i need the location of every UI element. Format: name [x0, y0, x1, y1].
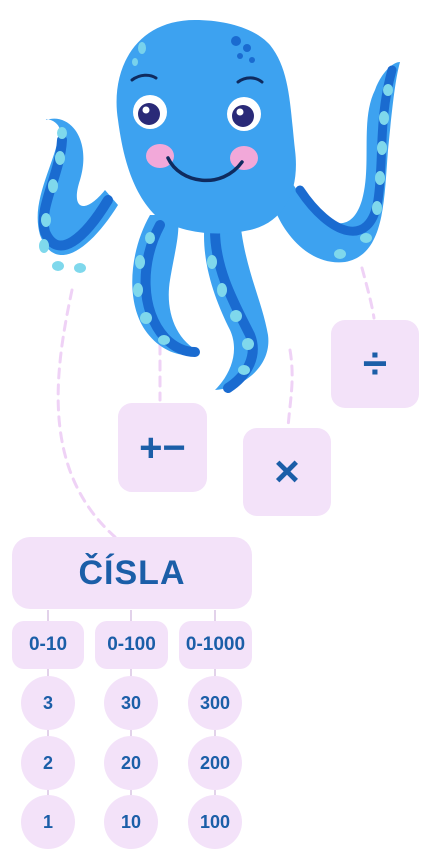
number-circle[interactable]: 20: [104, 736, 158, 790]
number-value: 30: [120, 692, 142, 713]
number-circle[interactable]: 2: [21, 736, 75, 790]
number-value: 3: [42, 692, 53, 713]
octopus-middle-right-arm: [204, 220, 269, 393]
range-label: 0-100: [107, 634, 156, 655]
number-circle[interactable]: 10: [104, 795, 158, 849]
times-tile[interactable]: ×: [243, 428, 331, 516]
plus-minus-label: +−: [139, 425, 186, 470]
octopus-illustration: [37, 20, 400, 393]
number-value: 1: [42, 811, 53, 832]
number-circle[interactable]: 200: [188, 736, 242, 790]
range-label: 0-1000: [185, 634, 246, 655]
numbers-title: ČÍSLA: [78, 553, 186, 592]
number-value: 20: [120, 752, 142, 773]
number-value: 10: [120, 811, 142, 832]
number-circle[interactable]: 100: [188, 795, 242, 849]
number-value: 200: [199, 752, 231, 773]
number-value: 100: [199, 811, 231, 832]
number-circle[interactable]: 300: [188, 676, 242, 730]
number-circle[interactable]: 3: [21, 676, 75, 730]
plus-minus-tile[interactable]: +−: [118, 403, 207, 492]
divide-tile[interactable]: ÷: [331, 320, 419, 408]
range-tile-0-10[interactable]: 0-10: [12, 621, 84, 669]
range-tile-0-100[interactable]: 0-100: [95, 621, 168, 669]
number-value: 2: [42, 752, 53, 773]
octopus-middle-left-arm: [132, 215, 200, 357]
octopus-head: [116, 20, 296, 234]
times-label: ×: [274, 447, 300, 496]
octopus-left-arm: [37, 118, 118, 273]
number-value: 300: [199, 692, 231, 713]
divide-label: ÷: [362, 339, 388, 388]
octopus-right-arm: [275, 62, 400, 263]
range-tile-0-1000[interactable]: 0-1000: [179, 621, 252, 669]
number-circle[interactable]: 30: [104, 676, 158, 730]
numbers-title-tile[interactable]: ČÍSLA: [12, 537, 252, 609]
range-label: 0-10: [28, 634, 68, 655]
number-circle[interactable]: 1: [21, 795, 75, 849]
